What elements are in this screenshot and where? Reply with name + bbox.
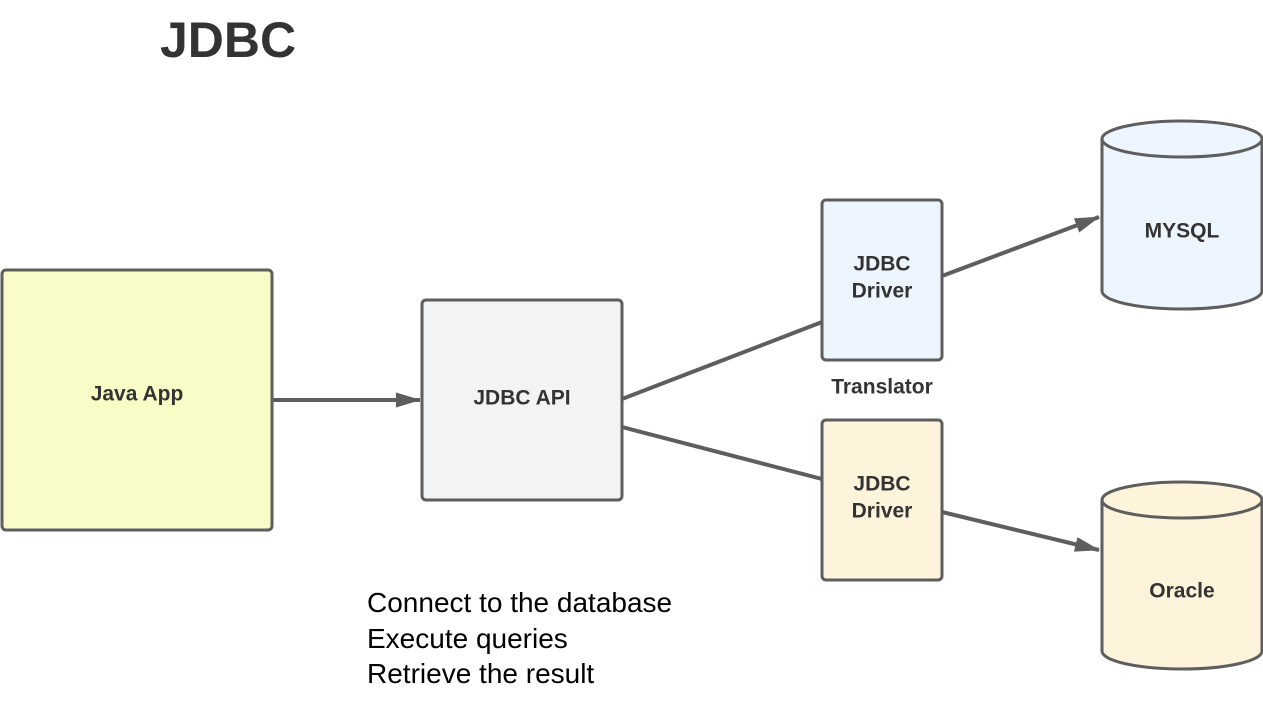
node-jdbc-driver-oracle: JDBC Driver xyxy=(820,418,944,582)
node-mysql-label: MYSQL xyxy=(1145,220,1220,243)
edge-driver-to-oracle xyxy=(941,510,1100,552)
node-jdbc-driver-mysql-line2: Driver xyxy=(852,280,913,303)
node-oracle-label: Oracle xyxy=(1149,580,1214,603)
node-jdbc-driver-mysql-line1: JDBC xyxy=(853,253,910,276)
node-mysql-database: MYSQL xyxy=(1100,119,1263,311)
diagram-title: JDBC xyxy=(160,12,297,68)
node-jdbc-api-label: JDBC API xyxy=(473,387,570,410)
note-item: Execute queries xyxy=(367,622,568,654)
note-item: Retrieve the result xyxy=(367,658,595,689)
translator-label: Translator xyxy=(831,376,933,399)
node-jdbc-api: JDBC API xyxy=(420,298,624,502)
edge-jdbcapi-to-driver-oracle xyxy=(621,425,823,481)
node-java-app-label: Java App xyxy=(91,383,184,406)
edge-jdbcapi-to-driver-mysql xyxy=(621,320,823,401)
node-jdbc-driver-mysql: JDBC Driver xyxy=(820,198,944,362)
note-item: Connect to the database xyxy=(367,587,673,618)
node-java-app: Java App xyxy=(0,268,274,532)
jdbc-notes-list: Connect to the database Execute queries … xyxy=(367,585,672,692)
edge-driver-to-mysql xyxy=(941,215,1100,278)
node-jdbc-driver-oracle-line2: Driver xyxy=(852,500,913,523)
node-jdbc-driver-oracle-line1: JDBC xyxy=(853,473,910,496)
node-oracle-database: Oracle xyxy=(1100,480,1263,671)
